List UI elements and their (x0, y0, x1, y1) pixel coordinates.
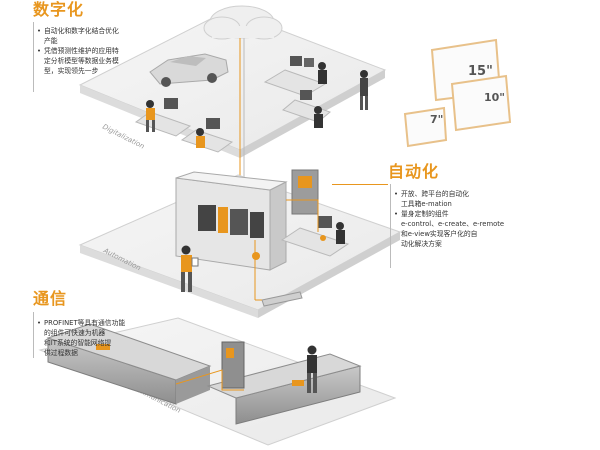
automation-link (286, 199, 319, 232)
engineering-desk (280, 216, 350, 257)
bullet-line: 自动化和数字化结合优化 (44, 27, 119, 35)
bullet-line: e-control、e-create、e-remote (401, 220, 505, 228)
bullet-line: 凭借预测性维护的应用特 (44, 47, 119, 55)
automation-bullets: 开放、跨平台的自动化工具箱e-mation量身定制的组件e-control、e-… (394, 189, 512, 249)
bullet-line: 型，实现领先一步 (44, 67, 99, 75)
screen-label-10: 10" (484, 91, 505, 104)
office-desk-left (134, 98, 192, 137)
digitalization-floor-label: Digitalization (101, 123, 146, 151)
bullet-line: 动化解决方案 (401, 240, 442, 248)
bullet-line: 产能 (44, 37, 58, 45)
automation-connector (332, 184, 388, 185)
worker-with-tablet (181, 245, 199, 292)
panel-screens (403, 38, 512, 148)
automation-divider (390, 184, 391, 268)
communication-link (175, 369, 244, 391)
automation-bullet: 量身定制的组件 e-control、e-create、e-remote 和e-vie… (394, 209, 512, 249)
bullet-line: 定分析模型等数据业务模 (44, 57, 119, 65)
control-cabinet (175, 171, 288, 271)
screen-label-15: 15" (468, 64, 493, 79)
car-icon (149, 53, 229, 87)
bullet-line: 的组件可快速为机器 (44, 329, 106, 337)
bullet-line: 工具箱e-mation (401, 200, 452, 208)
bullet-line: 和e-view实现客户化的自 (401, 230, 478, 238)
hmi-terminal (291, 169, 319, 215)
office-desk-back (281, 90, 332, 128)
bullet-line: 供过程数据 (44, 349, 78, 357)
bullet-line: 和IT系统的智能网络提 (44, 339, 112, 347)
screen-label-7: 7" (430, 113, 443, 126)
io-module (254, 240, 303, 307)
digitalization-title: 数字化 (33, 0, 85, 19)
digitalization-bullets: 自动化和数字化结合优化产能凭借预测性维护的应用特定分析模型等数据业务模型，实现领… (37, 26, 152, 76)
operator-person (307, 345, 317, 393)
bullet-line: 开放、跨平台的自动化 (401, 190, 469, 198)
cloud-icon (203, 5, 283, 40)
bullet-line: 量身定制的组件 (401, 210, 449, 218)
communication-divider (33, 312, 34, 358)
production-machine-2 (206, 353, 362, 425)
digitalization-divider (33, 22, 34, 92)
communication-title: 通信 (33, 289, 68, 308)
office-desk-center (180, 118, 234, 153)
automation-title: 自动化 (388, 162, 440, 181)
bullet-line: PROFINET等具有通信功能 (44, 319, 126, 327)
control-terminal-bottom (221, 341, 245, 389)
